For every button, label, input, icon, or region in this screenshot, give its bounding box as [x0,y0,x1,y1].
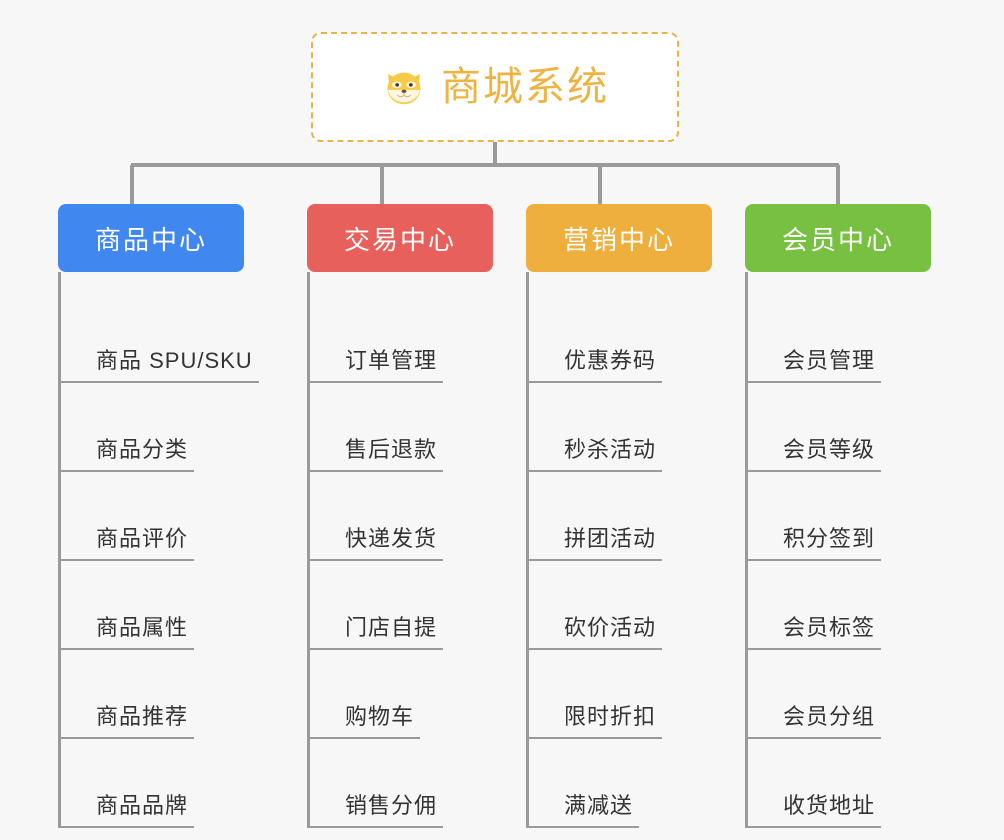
list-item[interactable]: 商品评价 [58,472,278,561]
leaf-label: 销售分佣 [339,792,444,828]
leaf-label: 限时折扣 [558,703,663,739]
leaf-label: 收货地址 [777,792,882,828]
leaf-label: 购物车 [339,703,421,739]
leaf-label: 商品属性 [90,614,195,650]
leaf-label: 订单管理 [339,347,444,383]
list-item[interactable]: 收货地址 [745,739,965,828]
leaf-label: 砍价活动 [558,614,663,650]
leaf-list-marketing-center: 优惠券码 秒杀活动 拼团活动 砍价活动 限时折扣 满减送 [526,272,746,828]
leaf-label: 会员标签 [777,614,882,650]
leaf-label: 商品分类 [90,436,195,472]
category-label: 营销中心 [562,224,675,255]
list-item[interactable]: 优惠券码 [526,294,746,383]
leaf-label: 满减送 [558,792,640,828]
list-item[interactable]: 砍价活动 [526,561,746,650]
list-item[interactable]: 会员标签 [745,561,965,650]
list-item[interactable]: 商品推荐 [58,650,278,739]
list-item[interactable]: 限时折扣 [526,650,746,739]
branch-column-product-center: 商品中心 商品 SPU/SKU 商品分类 商品评价 商品属性 商品推荐 商品品牌 [58,204,278,828]
category-header-product-center[interactable]: 商品中心 [58,204,244,272]
leaf-list-product-center: 商品 SPU/SKU 商品分类 商品评价 商品属性 商品推荐 商品品牌 [58,272,278,828]
branch-column-trade-center: 交易中心 订单管理 售后退款 快递发货 门店自提 购物车 销售分佣 [307,204,527,828]
leaf-label: 商品推荐 [90,703,195,739]
leaf-label: 优惠券码 [558,347,663,383]
list-item[interactable]: 积分签到 [745,472,965,561]
leaf-label: 门店自提 [339,614,444,650]
list-item[interactable]: 销售分佣 [307,739,527,828]
category-header-member-center[interactable]: 会员中心 [745,204,931,272]
leaf-list-trade-center: 订单管理 售后退款 快递发货 门店自提 购物车 销售分佣 [307,272,527,828]
leaf-label: 商品品牌 [90,792,195,828]
shiba-dog-face-icon [387,72,421,105]
list-item[interactable]: 会员分组 [745,650,965,739]
list-item[interactable]: 快递发货 [307,472,527,561]
leaf-label: 商品评价 [90,525,195,561]
leaf-label: 会员管理 [777,347,882,383]
list-item[interactable]: 商品分类 [58,383,278,472]
list-item[interactable]: 购物车 [307,650,527,739]
list-item[interactable]: 订单管理 [307,294,527,383]
category-label: 交易中心 [343,224,456,255]
list-item[interactable]: 会员管理 [745,294,965,383]
branch-column-marketing-center: 营销中心 优惠券码 秒杀活动 拼团活动 砍价活动 限时折扣 满减送 [526,204,746,828]
list-item[interactable]: 拼团活动 [526,472,746,561]
leaf-label: 售后退款 [339,436,444,472]
branch-column-member-center: 会员中心 会员管理 会员等级 积分签到 会员标签 会员分组 收货地址 [745,204,965,828]
leaf-label: 秒杀活动 [558,436,663,472]
list-item[interactable]: 商品品牌 [58,739,278,828]
root-title: 商城系统 [441,65,609,109]
leaf-label: 快递发货 [339,525,444,561]
leaf-label: 商品 SPU/SKU [90,347,259,383]
list-item[interactable]: 售后退款 [307,383,527,472]
list-item[interactable]: 秒杀活动 [526,383,746,472]
leaf-list-member-center: 会员管理 会员等级 积分签到 会员标签 会员分组 收货地址 [745,272,965,828]
category-header-trade-center[interactable]: 交易中心 [307,204,493,272]
leaf-label: 会员等级 [777,436,882,472]
leaf-label: 拼团活动 [558,525,663,561]
list-item[interactable]: 满减送 [526,739,746,828]
list-item[interactable]: 门店自提 [307,561,527,650]
list-item[interactable]: 商品属性 [58,561,278,650]
list-item[interactable]: 会员等级 [745,383,965,472]
category-label: 会员中心 [781,224,894,255]
category-label: 商品中心 [94,224,207,255]
leaf-label: 会员分组 [777,703,882,739]
root-node[interactable]: 商城系统 [311,32,679,142]
leaf-label: 积分签到 [777,525,882,561]
list-item[interactable]: 商品 SPU/SKU [58,294,278,383]
category-header-marketing-center[interactable]: 营销中心 [526,204,712,272]
